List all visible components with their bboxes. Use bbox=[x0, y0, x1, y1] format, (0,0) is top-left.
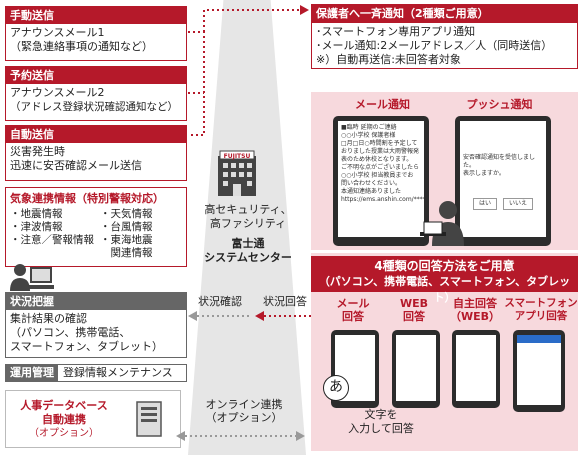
scheduled-send-line: （アドレス登録状況確認通知など） bbox=[10, 101, 178, 113]
weather-title: 気象連携情報（特別警報対応） bbox=[10, 192, 164, 205]
mail-screen: ■臨時 延期のご連絡 ○○小学校 保護者様 □月□日○時間割を予定して おりまし… bbox=[338, 121, 424, 237]
center-line: 高セキュリティ、 bbox=[204, 203, 292, 216]
status-line: 集計結果の確認 bbox=[10, 312, 87, 325]
arrow-left-icon bbox=[176, 431, 185, 441]
weather-item: ・天気情報 bbox=[100, 208, 153, 220]
notify-title: 保護者へ一斉通知（2種類ご用意） bbox=[312, 5, 577, 23]
manual-send-box: 手動送信 アナウンスメール1 （緊急連絡事項の通知など） bbox=[5, 6, 187, 61]
method-mail-label: メール回答 bbox=[336, 297, 370, 323]
notify-box: 保護者へ一斉通知（2種類ご用意） ･スマートフォン専用アプリ通知 ･メール通知:… bbox=[311, 4, 578, 69]
status-check-label: 状況確認 bbox=[198, 295, 242, 308]
weather-item: ・東海地震 bbox=[100, 234, 153, 246]
center-text: 高セキュリティ、 高ファシリティ 富士通 システムセンター bbox=[200, 203, 296, 265]
app-answer-screen bbox=[517, 335, 561, 405]
center-line: 高ファシリティ bbox=[209, 217, 287, 230]
ops-label: 運用管理 bbox=[6, 365, 58, 381]
manual-send-line: アナウンスメール1 bbox=[10, 26, 105, 39]
scheduled-send-box: 予約送信 アナウンスメール2 （アドレス登録状況確認通知など） bbox=[5, 66, 187, 121]
weather-item: ・台風情報 bbox=[100, 221, 153, 233]
method-app-label: スマートフォンアプリ回答 bbox=[504, 297, 578, 322]
input-char-icon: あ bbox=[323, 375, 349, 401]
hr-line: 人事データベース bbox=[20, 399, 108, 412]
auto-send-title: 自動送信 bbox=[6, 126, 186, 143]
center-title: システムセンター bbox=[204, 251, 292, 264]
server-icon bbox=[136, 401, 162, 440]
person-computer-icon bbox=[8, 263, 56, 291]
self-answer-screen bbox=[456, 335, 496, 401]
auto-send-box: 自動送信 災害発生時 迅速に安否確認メール送信 bbox=[5, 125, 187, 181]
web-answer-screen bbox=[396, 335, 436, 401]
push-no-button: いいえ bbox=[503, 198, 534, 210]
push-notify-label: プッシュ通知 bbox=[466, 98, 533, 111]
answer-subtitle: （パソコン、携帯電話、スマートフォン、タブレット） bbox=[318, 275, 571, 304]
hr-line: （オプション） bbox=[29, 428, 99, 439]
status-title: 状況把握 bbox=[6, 293, 186, 310]
scheduled-send-title: 予約送信 bbox=[6, 67, 186, 84]
manual-send-title: 手動送信 bbox=[6, 7, 186, 24]
status-box: 状況把握 集計結果の確認 （パソコン、携帯電話、 スマートフォン、タブレット） bbox=[5, 292, 187, 358]
online-label: オンライン連携 （オプション） bbox=[205, 398, 283, 424]
push-screen: 安否確認通知を受信しました。 表示しますか。 はい いいえ bbox=[460, 121, 546, 237]
weather-item: 関連情報 bbox=[100, 247, 153, 259]
center-title: 富士通 bbox=[231, 237, 265, 250]
arrow-left-icon bbox=[188, 311, 197, 321]
notify-line: ･メール通知:2メールアドレス／人（同時送信） bbox=[316, 39, 553, 52]
arrow-right-icon bbox=[296, 431, 305, 441]
notify-line: ･スマートフォン専用アプリ通知 bbox=[316, 25, 476, 38]
status-reply-label: 状況回答 bbox=[263, 295, 307, 308]
input-note: 文字を 入力して回答 bbox=[348, 408, 414, 435]
weather-box: 気象連携情報（特別警報対応） ・地震情報 ・津波情報 ・注意／警報情報 ・天気情… bbox=[5, 187, 187, 267]
arrow-left-icon bbox=[255, 311, 264, 321]
scheduled-send-line: アナウンスメール2 bbox=[10, 86, 105, 99]
push-yes-button: はい bbox=[472, 198, 497, 210]
weather-item: ・津波情報 bbox=[10, 221, 63, 233]
method-self-label: 自主回答（WEB） bbox=[449, 297, 501, 323]
auto-send-line: 迅速に安否確認メール送信 bbox=[10, 159, 142, 172]
status-line: スマートフォン、タブレット） bbox=[10, 340, 164, 353]
mail-notify-label: メール通知 bbox=[355, 98, 410, 111]
answer-title-box: 4種類の回答方法をご用意 （パソコン、携帯電話、スマートフォン、タブレット） bbox=[311, 256, 578, 304]
weather-item: ・注意／警報情報 bbox=[10, 234, 94, 246]
fujitsu-logo: FUJITSU bbox=[224, 153, 251, 160]
hr-db-box: 人事データベース 自動連携 （オプション） bbox=[5, 390, 181, 448]
person-laptop-icon bbox=[418, 200, 468, 249]
arrow-right-icon bbox=[300, 5, 309, 15]
ops-box: 運用管理 登録情報メンテナンス bbox=[5, 364, 187, 382]
notify-line: ※）自動再送信:未回答者対象 bbox=[316, 53, 461, 66]
status-line: （パソコン、携帯電話、 bbox=[10, 326, 131, 339]
answer-title: 4種類の回答方法をご用意 bbox=[374, 259, 515, 273]
hr-line: 自動連携 bbox=[42, 413, 86, 426]
auto-send-line: 災害発生時 bbox=[10, 145, 65, 158]
manual-send-line: （緊急連絡事項の通知など） bbox=[10, 40, 153, 53]
fujitsu-building-icon: FUJITSU bbox=[212, 150, 262, 199]
ops-value: 登録情報メンテナンス bbox=[63, 366, 173, 379]
weather-item: ・地震情報 bbox=[10, 208, 63, 220]
